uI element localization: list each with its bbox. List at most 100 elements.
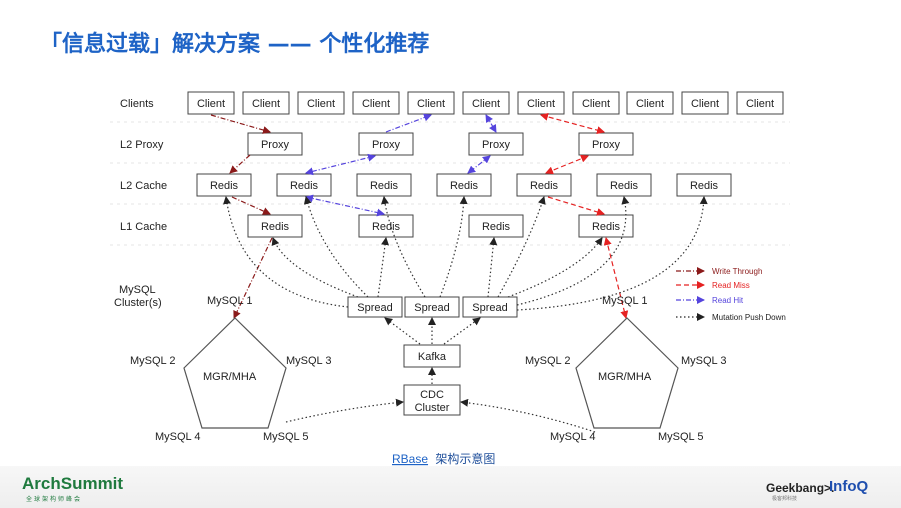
slide-title: 「信息过载」解决方案 —— 个性化推荐 <box>40 32 430 57</box>
read-miss-l2-l1 <box>547 196 605 216</box>
write-through-l2-to-l1 <box>231 196 271 215</box>
client-node-10-box <box>681 91 729 115</box>
client-node-1-box <box>187 91 235 115</box>
client-node-4-box <box>352 91 400 115</box>
push-spread3-l2-redis7 <box>516 196 708 311</box>
caption-rbase: RBase <box>392 452 428 466</box>
push-kafka-spread-1 <box>384 317 421 345</box>
push-kafka-spread-3 <box>443 317 481 345</box>
diagram-caption: RBase 架构示意图 <box>392 451 495 466</box>
l2-redis-node-2: Redis <box>276 173 332 197</box>
proxy-node-4-label: Proxy <box>592 139 621 151</box>
kafka-node: Kafka <box>403 344 461 368</box>
push-spread2-l2-redis3 <box>381 196 426 298</box>
client-node-5: Client <box>407 91 455 115</box>
write-through-client-to-proxy <box>210 114 271 134</box>
mysql-left-node-5: MySQL 5 <box>263 431 308 443</box>
read-miss-l1-mysql <box>603 237 629 319</box>
write-through-proxy-to-redis <box>229 154 251 174</box>
push-spread1-l2-redis2 <box>303 196 369 298</box>
l1-redis-node-1: Redis <box>247 214 303 238</box>
l1-redis-node-2-label: Redis <box>372 221 401 233</box>
push-spread2-l2-redis4 <box>439 196 468 298</box>
mysql-right-group-label: MGR/MHA <box>598 371 652 383</box>
mysql-right-node-5: MySQL 5 <box>658 431 703 443</box>
geekbang-logo: Geekbang>. <box>766 481 835 495</box>
l2-redis-node-2-label: Redis <box>290 180 319 192</box>
footer-bar <box>0 466 901 508</box>
push-spread3-l1-redis4 <box>507 237 603 298</box>
l1-redis-node-4: Redis <box>578 214 634 238</box>
client-node-6-label: Client <box>472 98 500 110</box>
push-cdc-right <box>460 398 596 433</box>
read-hit-proxy3-redis <box>467 155 491 174</box>
l2-redis-node-4-label: Redis <box>450 180 479 192</box>
spread-node-1-label: Spread <box>357 302 392 314</box>
client-node-2-box <box>242 91 290 115</box>
client-node-11-box <box>736 91 784 115</box>
l1-redis-node-3-box <box>468 214 524 238</box>
client-node-2: Client <box>242 91 290 115</box>
mysql-left-node-4: MySQL 4 <box>155 431 200 443</box>
l2-redis-node-5-label: Redis <box>530 180 559 192</box>
mysql-right-node-3: MySQL 3 <box>681 355 726 367</box>
cdc-cluster-node-box <box>403 384 461 416</box>
read-hit-proxy2-redis <box>305 153 376 176</box>
mysql-left-node-3: MySQL 3 <box>286 355 331 367</box>
client-node-6-box <box>462 91 510 115</box>
spread-node-3: Spread <box>462 296 518 318</box>
l2-redis-node-7-box <box>676 173 732 197</box>
read-hit-client-proxy-3 <box>485 114 497 133</box>
proxy-node-1-box <box>247 132 303 156</box>
l2-redis-node-1-label: Redis <box>210 180 239 192</box>
proxy-node-4: Proxy <box>578 132 634 156</box>
read-miss-client-proxy-4 <box>540 112 605 135</box>
archsummit-logo: ArchSummit <box>22 474 124 493</box>
architecture-diagram: Clients L2 Proxy L2 Cache L1 Cache MySQL… <box>110 91 790 466</box>
row-label-clusters: Cluster(s) <box>114 297 162 309</box>
proxy-node-4-box <box>578 132 634 156</box>
legend-label-read-hit: Read Hit <box>712 296 744 305</box>
push-cdc-left <box>285 398 404 423</box>
l1-redis-node-2-box <box>358 214 414 238</box>
row-label-clients: Clients <box>120 98 154 110</box>
legend: Write Through Read Miss Read Hit Mutatio… <box>676 267 786 322</box>
client-node-2-label: Client <box>252 98 280 110</box>
proxy-node-3-label: Proxy <box>482 139 511 151</box>
spread-node-3-box <box>462 296 518 318</box>
l1-redis-node-1-label: Redis <box>261 221 290 233</box>
mysql-right-node-1: MySQL 1 <box>602 295 647 307</box>
client-node-7-label: Client <box>527 98 555 110</box>
infoq-logo: InfoQ <box>829 478 869 495</box>
l2-redis-node-5-box <box>516 173 572 197</box>
proxy-node-1-label: Proxy <box>261 139 290 151</box>
l2-redis-node-3-label: Redis <box>370 180 399 192</box>
l2-redis-node-5: Redis <box>516 173 572 197</box>
read-hit-l2-l1 <box>305 194 385 217</box>
row-label-l2-proxy: L2 Proxy <box>120 139 164 151</box>
mysql-cluster-left <box>183 317 287 429</box>
client-node-3-box <box>297 91 345 115</box>
mysql-left-node-1: MySQL 1 <box>207 295 252 307</box>
l2-redis-node-6: Redis <box>596 173 652 197</box>
kafka-node-label: Kafka <box>418 351 447 363</box>
mysql-right-node-4: MySQL 4 <box>550 431 595 443</box>
l1-redis-node-2: Redis <box>358 214 414 238</box>
mysql-cluster-right <box>575 317 679 429</box>
l2-redis-node-7: Redis <box>676 173 732 197</box>
client-node-8-label: Client <box>582 98 610 110</box>
proxy-node-3: Proxy <box>468 132 524 156</box>
l2-redis-node-1: Redis <box>196 173 252 197</box>
push-spread3-l2-redis6 <box>516 196 630 306</box>
write-through-l1-to-mysql <box>233 237 273 319</box>
spread-node-3-label: Spread <box>472 302 507 314</box>
client-node-9-box <box>626 91 674 115</box>
client-node-3: Client <box>297 91 345 115</box>
l2-redis-node-3: Redis <box>356 173 412 197</box>
caption-text: 架构示意图 <box>435 451 495 466</box>
l2-redis-node-4-box <box>436 173 492 197</box>
push-spread1-l2-redis1 <box>223 196 349 308</box>
row-label-l1-cache: L1 Cache <box>120 221 167 233</box>
push-spread1-l1-redis2 <box>377 237 390 298</box>
